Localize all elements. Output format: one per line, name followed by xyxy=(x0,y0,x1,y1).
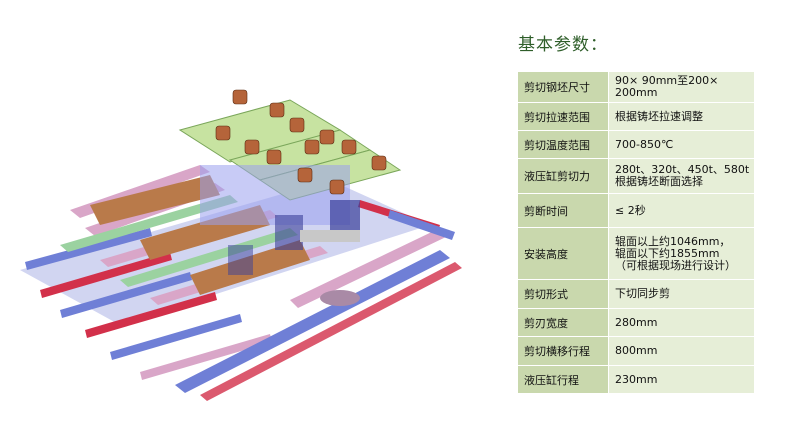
table-row: 剪切形式 下切同步剪 xyxy=(517,279,755,309)
param-key: 剪切形式 xyxy=(517,279,609,309)
param-key: 剪切钢坯尺寸 xyxy=(517,71,609,103)
table-row: 液压缸行程 230mm xyxy=(517,365,755,394)
param-value: 辊面以上约1046mm，辊面以下约1855mm（可根据现场进行设计） xyxy=(608,227,755,280)
shear-machine-illustration xyxy=(20,89,462,401)
table-row: 安装高度 辊面以上约1046mm，辊面以下约1855mm（可根据现场进行设计） xyxy=(517,227,755,280)
param-value: 800mm xyxy=(608,336,755,366)
params-table: 剪切钢坯尺寸 90× 90mm至200× 200mm 剪切拉速范围 根据铸坯拉速… xyxy=(517,71,755,394)
param-value: 280mm xyxy=(608,308,755,337)
param-key: 液压缸行程 xyxy=(517,365,609,394)
param-key: 剪断时间 xyxy=(517,193,609,228)
table-row: 剪刃宽度 280mm xyxy=(517,308,755,337)
param-key: 液压缸剪切力 xyxy=(517,158,609,194)
param-value: ≤ 2秒 xyxy=(608,193,755,228)
table-row: 剪切拉速范围 根据铸坯拉速调整 xyxy=(517,102,755,131)
params-title: 基本参数： xyxy=(518,35,608,55)
param-key: 剪切横移行程 xyxy=(517,336,609,366)
param-key: 安装高度 xyxy=(517,227,609,280)
param-key: 剪切拉速范围 xyxy=(517,102,609,131)
param-key: 剪切温度范围 xyxy=(517,130,609,159)
shear-units xyxy=(90,99,402,306)
table-row: 剪切钢坯尺寸 90× 90mm至200× 200mm xyxy=(517,71,755,103)
param-value: 下切同步剪 xyxy=(608,279,755,309)
table-row: 剪切温度范围 700-850℃ xyxy=(517,130,755,159)
table-row: 剪断时间 ≤ 2秒 xyxy=(517,193,755,228)
hydraulic-cylinder-caps xyxy=(215,89,387,195)
param-value: 700-850℃ xyxy=(608,130,755,159)
param-key: 剪刃宽度 xyxy=(517,308,609,337)
param-value: 根据铸坯拉速调整 xyxy=(608,102,755,131)
param-value: 230mm xyxy=(608,365,755,394)
param-value: 90× 90mm至200× 200mm xyxy=(608,71,755,103)
table-row: 剪切横移行程 800mm xyxy=(517,336,755,366)
